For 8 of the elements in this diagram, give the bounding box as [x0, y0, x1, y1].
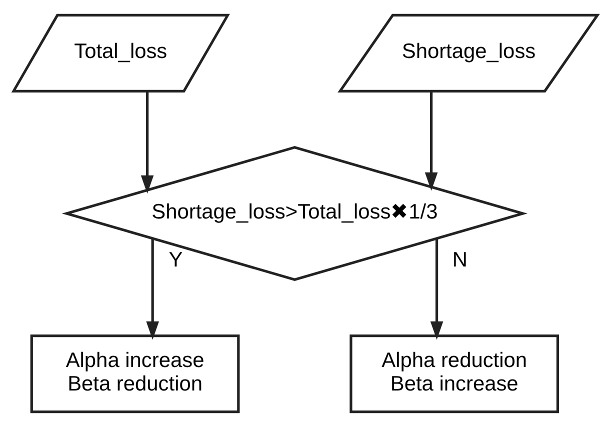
arrow: [140, 91, 154, 194]
edge-label: N: [452, 248, 468, 272]
edge-label: Y: [168, 248, 183, 272]
node-box: Alpha increase Beta reduction: [30, 334, 240, 414]
arrow: [430, 238, 444, 340]
arrow: [424, 91, 438, 191]
arrow: [146, 238, 160, 340]
node-box: Alpha reduction Beta increase: [350, 334, 560, 414]
